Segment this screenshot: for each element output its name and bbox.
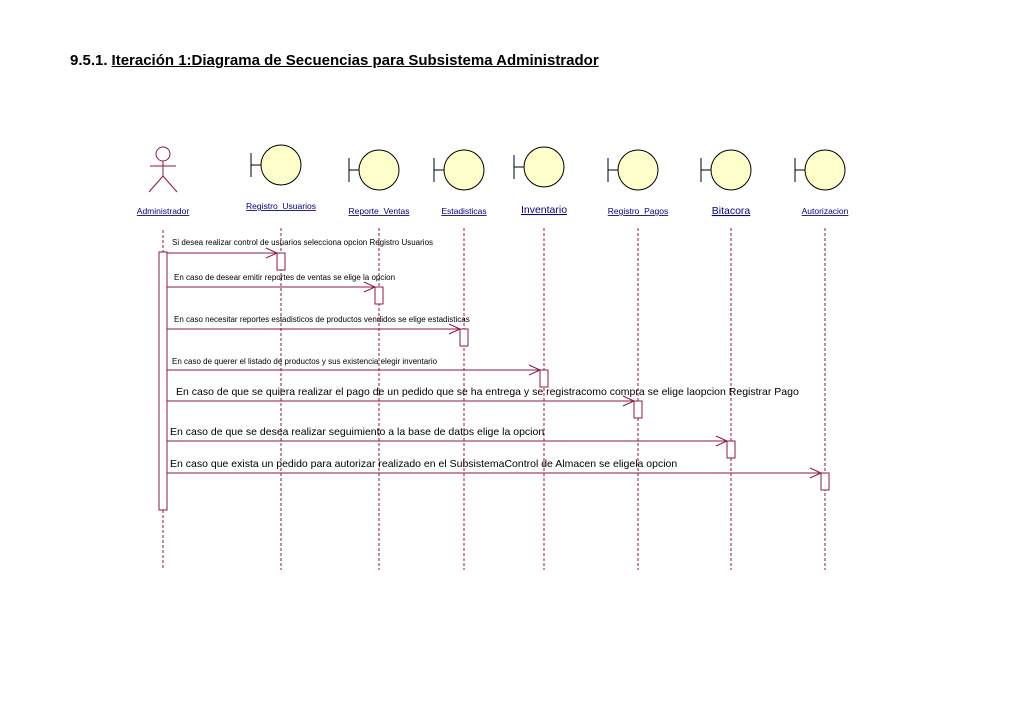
message-7: En caso que exista un pedido para autori… bbox=[167, 458, 830, 491]
boundary-circle bbox=[443, 149, 485, 191]
section-title: Iteración 1:Diagrama de Secuencias para … bbox=[111, 52, 599, 69]
object-autorizacion: Autorizacion bbox=[794, 149, 849, 570]
activation-bar bbox=[820, 472, 830, 491]
activation-bar bbox=[374, 286, 384, 305]
object-label: Bitacora bbox=[712, 205, 751, 217]
message-2: En caso de desear emitir reportes de ven… bbox=[167, 273, 395, 305]
object-registro-usuarios: Registro_Usuarios bbox=[246, 144, 316, 570]
actor-label: Administrador bbox=[137, 206, 190, 216]
object-reporte-ventas: Reporte_Ventas bbox=[348, 149, 410, 570]
actor-leg-right bbox=[162, 175, 178, 193]
boundary-icon bbox=[348, 149, 400, 191]
boundary-circle bbox=[523, 146, 565, 188]
message-6: En caso de que se desea realizar seguimi… bbox=[167, 426, 736, 459]
message-1: Si desea realizar control de usuarios se… bbox=[167, 238, 433, 271]
boundary-icon bbox=[794, 149, 846, 191]
message-4: En caso de querer el listado de producto… bbox=[167, 357, 549, 388]
boundary-icon bbox=[250, 144, 302, 186]
boundary-icon bbox=[700, 149, 752, 191]
actor-administrador: Administrador bbox=[137, 146, 190, 570]
activation-bar bbox=[726, 440, 736, 459]
object-label: Reporte_Ventas bbox=[349, 206, 410, 216]
boundary-circle bbox=[358, 149, 400, 191]
message-3: En caso necesitar reportes estadisticos … bbox=[167, 315, 470, 347]
message-label: En caso de que se desea realizar seguimi… bbox=[170, 426, 544, 438]
object-estadisticas: Estadisticas bbox=[433, 149, 487, 570]
activation-bar bbox=[633, 400, 643, 419]
activation-bar bbox=[539, 369, 549, 388]
message-5: En caso de que se quiera realizar el pag… bbox=[167, 386, 799, 419]
boundary-icon bbox=[513, 146, 565, 188]
object-label: Estadisticas bbox=[441, 206, 486, 216]
object-label: Registro_Usuarios bbox=[246, 201, 316, 211]
object-bitacora: Bitacora bbox=[700, 149, 752, 570]
actor-activation-bar bbox=[158, 251, 168, 511]
boundary-circle bbox=[260, 144, 302, 186]
object-inventario: Inventario bbox=[513, 146, 567, 570]
actor-stick-figure-icon bbox=[155, 146, 171, 162]
page-heading: 9.5.1.Iteración 1:Diagrama de Secuencias… bbox=[70, 52, 599, 69]
boundary-circle bbox=[710, 149, 752, 191]
message-label: En caso necesitar reportes estadisticos … bbox=[174, 315, 470, 324]
activation-bar bbox=[276, 252, 286, 271]
section-number: 9.5.1. bbox=[70, 52, 108, 69]
boundary-circle bbox=[617, 149, 659, 191]
actor-leg-left bbox=[148, 175, 164, 193]
message-label: En caso de que se quiera realizar el pag… bbox=[176, 386, 799, 398]
object-label: Autorizacion bbox=[802, 206, 849, 216]
object-registro-pagos: Registro_Pagos bbox=[607, 149, 668, 570]
object-label: Inventario bbox=[521, 204, 567, 216]
message-label: Si desea realizar control de usuarios se… bbox=[172, 238, 433, 247]
message-label: En caso que exista un pedido para autori… bbox=[170, 458, 677, 470]
activation-bar bbox=[459, 328, 469, 347]
message-label: En caso de desear emitir reportes de ven… bbox=[174, 273, 395, 282]
message-label: En caso de querer el listado de producto… bbox=[172, 357, 438, 366]
boundary-circle bbox=[804, 149, 846, 191]
boundary-icon bbox=[433, 149, 485, 191]
object-label: Registro_Pagos bbox=[608, 206, 668, 216]
boundary-icon bbox=[607, 149, 659, 191]
